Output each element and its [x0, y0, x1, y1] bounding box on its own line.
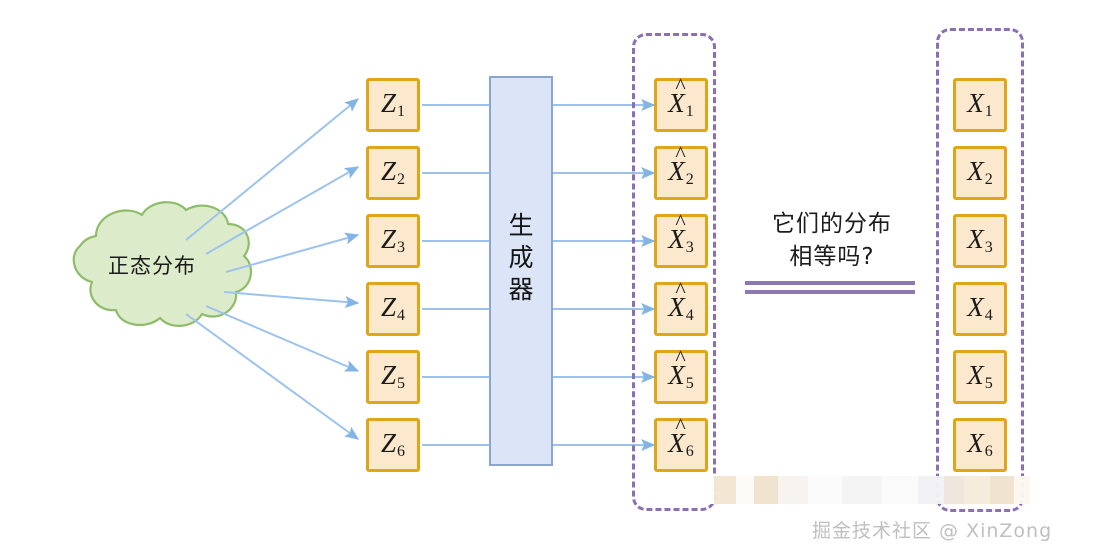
generator-label-char-1: 生 [508, 211, 534, 240]
latent-node-z5[interactable]: Z5 [366, 350, 420, 404]
question-line-1: 它们的分布 [772, 211, 892, 237]
mosaic-tile [990, 476, 1014, 504]
mosaic-tile [736, 476, 754, 504]
generated-node-xhat3-glyph: ^X3 [668, 209, 694, 256]
generator-label: 生 成 器 [489, 210, 553, 306]
mosaic-tile [918, 476, 944, 504]
real-node-x6[interactable]: X6 [953, 418, 1007, 472]
mosaic-tile [1014, 476, 1030, 504]
latent-node-z6-glyph: Z6 [380, 428, 406, 460]
real-node-x4-glyph: X4 [967, 292, 993, 324]
generated-node-xhat6-glyph: ^X6 [668, 413, 694, 460]
generated-node-xhat1-glyph: ^X1 [668, 73, 694, 120]
generator-box[interactable] [489, 76, 553, 466]
latent-node-z2[interactable]: Z2 [366, 146, 420, 200]
mosaic-tile [808, 476, 842, 504]
mosaic-tile [778, 476, 808, 504]
latent-node-z2-glyph: Z2 [380, 156, 406, 188]
latent-node-z5-glyph: Z5 [380, 360, 406, 392]
mosaic-tile [944, 476, 964, 504]
latent-to-generator-arrows [422, 104, 489, 446]
latent-node-z4-glyph: Z4 [380, 292, 406, 324]
equals-mark [745, 281, 915, 297]
generated-samples-group [632, 33, 716, 511]
mosaic-tile [842, 476, 882, 504]
latent-node-z6[interactable]: Z6 [366, 418, 420, 472]
equals-bar-bottom [745, 290, 915, 294]
real-node-x6-glyph: X6 [967, 428, 993, 460]
real-samples-group [936, 28, 1024, 512]
real-node-x5[interactable]: X5 [953, 350, 1007, 404]
mosaic-tile [964, 476, 990, 504]
generated-node-xhat5-glyph: ^X5 [668, 345, 694, 392]
real-node-x3-glyph: X3 [967, 224, 993, 256]
latent-node-z3[interactable]: Z3 [366, 214, 420, 268]
generated-node-xhat4[interactable]: ^X4 [654, 277, 708, 336]
latent-node-z3-glyph: Z3 [380, 224, 406, 256]
latent-node-z4[interactable]: Z4 [366, 282, 420, 336]
real-node-x5-glyph: X5 [967, 360, 993, 392]
generated-node-xhat5[interactable]: ^X5 [654, 345, 708, 404]
generator-label-char-2: 成 [508, 243, 534, 272]
cloud-label: 正态分布 [108, 254, 196, 278]
generated-node-xhat1[interactable]: ^X1 [654, 73, 708, 132]
real-node-x1[interactable]: X1 [953, 78, 1007, 132]
mosaic-tile [700, 476, 714, 504]
real-node-x3[interactable]: X3 [953, 214, 1007, 268]
mosaic-tile [714, 476, 736, 504]
generated-node-xhat4-glyph: ^X4 [668, 277, 694, 324]
question-text: 它们的分布 相等吗? [744, 208, 920, 273]
mosaic-tile [882, 476, 918, 504]
equals-bar-top [745, 281, 915, 285]
watermark-text: 掘金技术社区 @ XinZong [812, 520, 1053, 542]
real-node-x2[interactable]: X2 [953, 146, 1007, 200]
mosaic-redaction-band [700, 476, 1030, 504]
mosaic-tile [754, 476, 778, 504]
real-node-x2-glyph: X2 [967, 156, 993, 188]
question-line-2: 相等吗? [789, 243, 875, 270]
real-node-x1-glyph: X1 [967, 88, 993, 120]
real-node-x4[interactable]: X4 [953, 282, 1007, 336]
generator-label-char-3: 器 [508, 275, 534, 304]
generated-node-xhat6[interactable]: ^X6 [654, 413, 708, 472]
generated-node-xhat2-glyph: ^X2 [668, 141, 694, 188]
generated-node-xhat3[interactable]: ^X3 [654, 209, 708, 268]
generated-node-xhat2[interactable]: ^X2 [654, 141, 708, 200]
latent-node-z1[interactable]: Z1 [366, 78, 420, 132]
latent-node-z1-glyph: Z1 [380, 88, 406, 120]
